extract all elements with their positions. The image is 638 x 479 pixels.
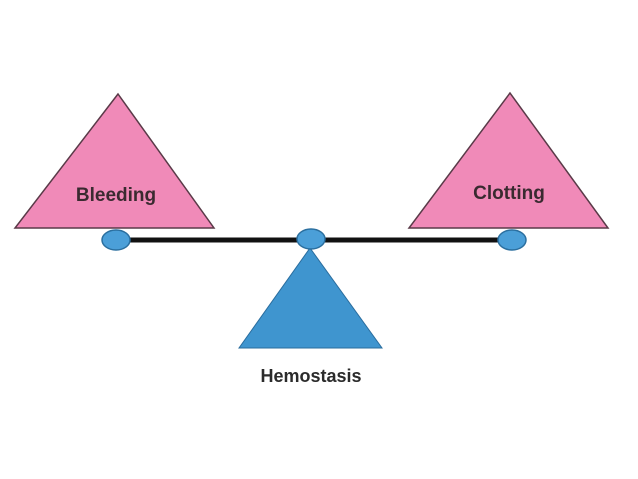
fulcrum-triangle xyxy=(238,247,383,349)
hemostasis-caption: Hemostasis xyxy=(260,366,361,386)
bleeding-label: Bleeding xyxy=(76,185,156,206)
clotting-triangle xyxy=(407,91,610,229)
clotting-label: Clotting xyxy=(473,183,545,204)
bleeding-triangle xyxy=(13,92,216,229)
right-beam-joint xyxy=(497,229,527,251)
left-beam-joint xyxy=(101,229,131,251)
center-pivot-joint xyxy=(296,228,326,250)
